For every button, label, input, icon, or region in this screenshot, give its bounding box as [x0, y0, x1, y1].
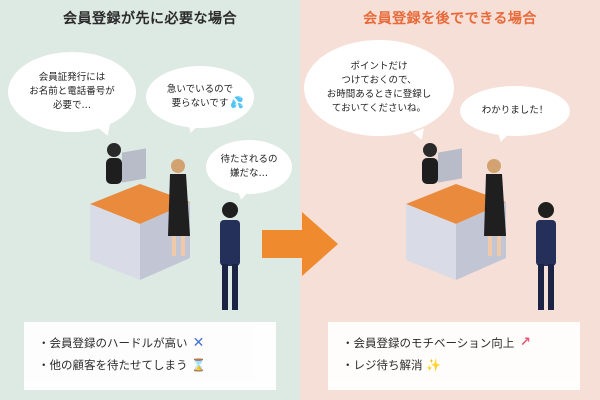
waiting-customer-bubble: 待たされるの 嫌だな…: [206, 140, 292, 201]
left-summary-line: ・他の顧客を待たせてしまう ⌛: [38, 354, 262, 376]
customer-man-head: [538, 202, 554, 218]
customer-speech-bubble: 急いでいるので 要らないです 💦: [146, 66, 254, 135]
customer-woman-head: [171, 159, 185, 173]
register-screen: [438, 148, 462, 183]
customer-woman-head: [487, 159, 501, 173]
left-summary-text-1: ・会員登録のハードルが高い: [38, 336, 188, 350]
right-summary-text-1: ・会員登録のモチベーション向上: [342, 336, 515, 350]
customer-woman-dress: [168, 174, 190, 236]
customer-woman-dress: [484, 174, 506, 236]
customer-man-head: [222, 202, 238, 218]
right-summary-line: ・レジ待ち解消 ✨: [342, 354, 566, 376]
customer-speech-text: わかりました！: [481, 105, 549, 116]
counter-front: [406, 204, 456, 280]
staff-speech-text: 会員証発行には お名前と電話番号が 必要で…: [29, 72, 115, 111]
staff-head: [107, 143, 121, 157]
staff-body: [422, 158, 438, 184]
customer-speech-text: 急いでいるので 要らないです: [166, 84, 234, 109]
staff-speech-text: ポイントだけ つけておくので、 お時間あるときに登録し ておいてくださいね。: [326, 61, 432, 114]
staff-head: [423, 143, 437, 157]
counter-front: [90, 204, 140, 280]
register-screen: [122, 148, 146, 183]
waiting-customer-text: 待たされるの 嫌だな…: [220, 154, 278, 179]
sparkles-icon: ✨: [426, 358, 441, 372]
staff-speech-bubble: 会員証発行には お名前と電話番号が 必要で…: [8, 52, 136, 138]
trend-up-arrow-icon: ↗: [519, 335, 531, 350]
cross-mark-icon: ✕: [192, 335, 205, 351]
left-summary-line: ・会員登録のハードルが高い ✕: [38, 332, 262, 354]
right-heading: 会員登録を後でできる場合: [363, 11, 537, 27]
customer-man-suit: [536, 220, 556, 266]
left-checkout-scene: [90, 143, 240, 310]
right-checkout-scene: [406, 143, 556, 310]
customer-speech-bubble: わかりました！: [460, 86, 570, 144]
left-heading: 会員登録が先に必要な場合: [63, 11, 237, 27]
left-summary-box: ・会員登録のハードルが高い ✕ ・他の顧客を待たせてしまう ⌛: [24, 322, 276, 390]
right-summary-text-2: ・レジ待ち解消: [342, 358, 423, 372]
sweat-drop-icon: 💦: [230, 96, 244, 109]
left-panel: 会員登録が先に必要な場合 会員証発行には お名前と電話番号が 必要で… 急いでい…: [0, 0, 300, 400]
transition-arrow-icon: [262, 212, 338, 276]
customer-man-suit: [220, 220, 240, 266]
right-summary-box: ・会員登録のモチベーション向上 ↗ ・レジ待ち解消 ✨: [328, 322, 580, 390]
left-summary-text-2: ・他の顧客を待たせてしまう: [38, 358, 188, 372]
staff-speech-bubble: ポイントだけ つけておくので、 お時間あるときに登録し ておいてくださいね。: [304, 40, 454, 142]
hourglass-icon: ⌛: [191, 358, 206, 372]
right-summary-line: ・会員登録のモチベーション向上 ↗: [342, 332, 566, 354]
staff-body: [106, 158, 122, 184]
